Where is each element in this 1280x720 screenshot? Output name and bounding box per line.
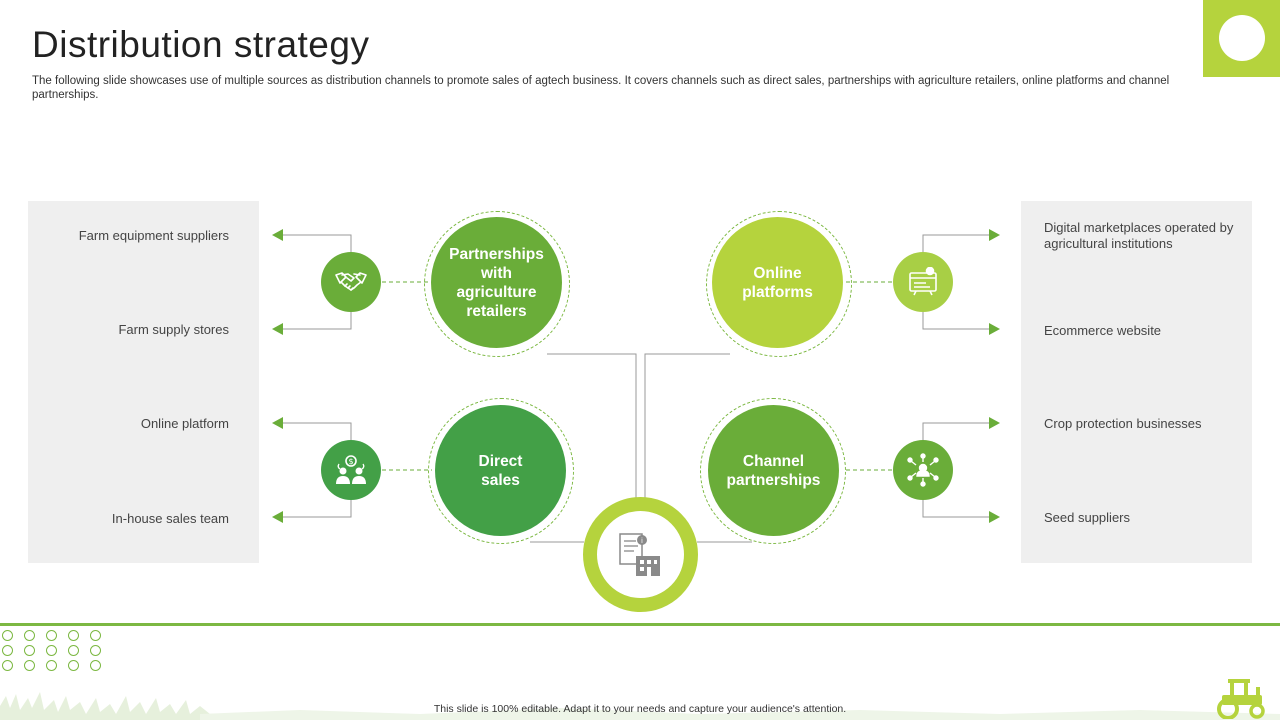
footer-note: This slide is 100% editable. Adapt it to… bbox=[433, 703, 847, 715]
online-platforms-item-1: Digital marketplaces operated by agricul… bbox=[1044, 220, 1234, 251]
channel-partnerships-item-2: Seed suppliers bbox=[1044, 510, 1130, 525]
grass-decoration bbox=[0, 692, 1280, 720]
partnerships-item-1: Farm equipment suppliers bbox=[78, 228, 229, 243]
online-platforms-circle: Online platforms bbox=[712, 217, 843, 348]
online-store-icon bbox=[893, 252, 953, 312]
slide-subtitle: The following slide showcases use of mul… bbox=[32, 75, 1170, 101]
partnerships-circle: Partnerships with agriculture retailers bbox=[431, 217, 562, 348]
partnerships-ring bbox=[424, 211, 570, 357]
direct-sales-item-2: In-house sales team bbox=[111, 511, 229, 526]
network-icon bbox=[893, 440, 953, 500]
svg-text:i: i bbox=[641, 537, 643, 545]
team-money-icon: $ bbox=[321, 440, 381, 500]
partnerships-item-2: Farm supply stores bbox=[118, 322, 229, 337]
online-platforms-ring bbox=[706, 211, 852, 357]
channel-partnerships-label: Channel partnerships bbox=[726, 452, 821, 489]
svg-text:$: $ bbox=[348, 457, 353, 466]
direct-sales-label: Direct sales bbox=[478, 452, 523, 489]
online-platforms-label: Online platforms bbox=[742, 264, 813, 301]
direct-sales-circle: Direct sales bbox=[435, 405, 566, 536]
document-building-icon: i bbox=[618, 532, 660, 576]
center-hub: i bbox=[583, 497, 698, 612]
direct-sales-ring bbox=[428, 398, 574, 544]
left-panel bbox=[28, 201, 259, 563]
channel-partnerships-item-1: Crop protection businesses bbox=[1044, 416, 1202, 431]
handshake-icon bbox=[321, 252, 381, 312]
right-panel bbox=[1021, 201, 1252, 563]
direct-sales-item-1: Online platform bbox=[140, 416, 229, 431]
bottom-divider bbox=[0, 623, 1280, 626]
corner-accent-dot bbox=[1219, 15, 1265, 61]
partnerships-label: Partnerships with agriculture retailers bbox=[449, 245, 544, 320]
slide-title: Distribution strategy bbox=[32, 24, 370, 65]
channel-partnerships-circle: Channel partnerships bbox=[708, 405, 839, 536]
online-platforms-item-2: Ecommerce website bbox=[1044, 323, 1162, 338]
channel-partnerships-ring bbox=[700, 398, 846, 544]
tractor-icon bbox=[1217, 679, 1265, 719]
